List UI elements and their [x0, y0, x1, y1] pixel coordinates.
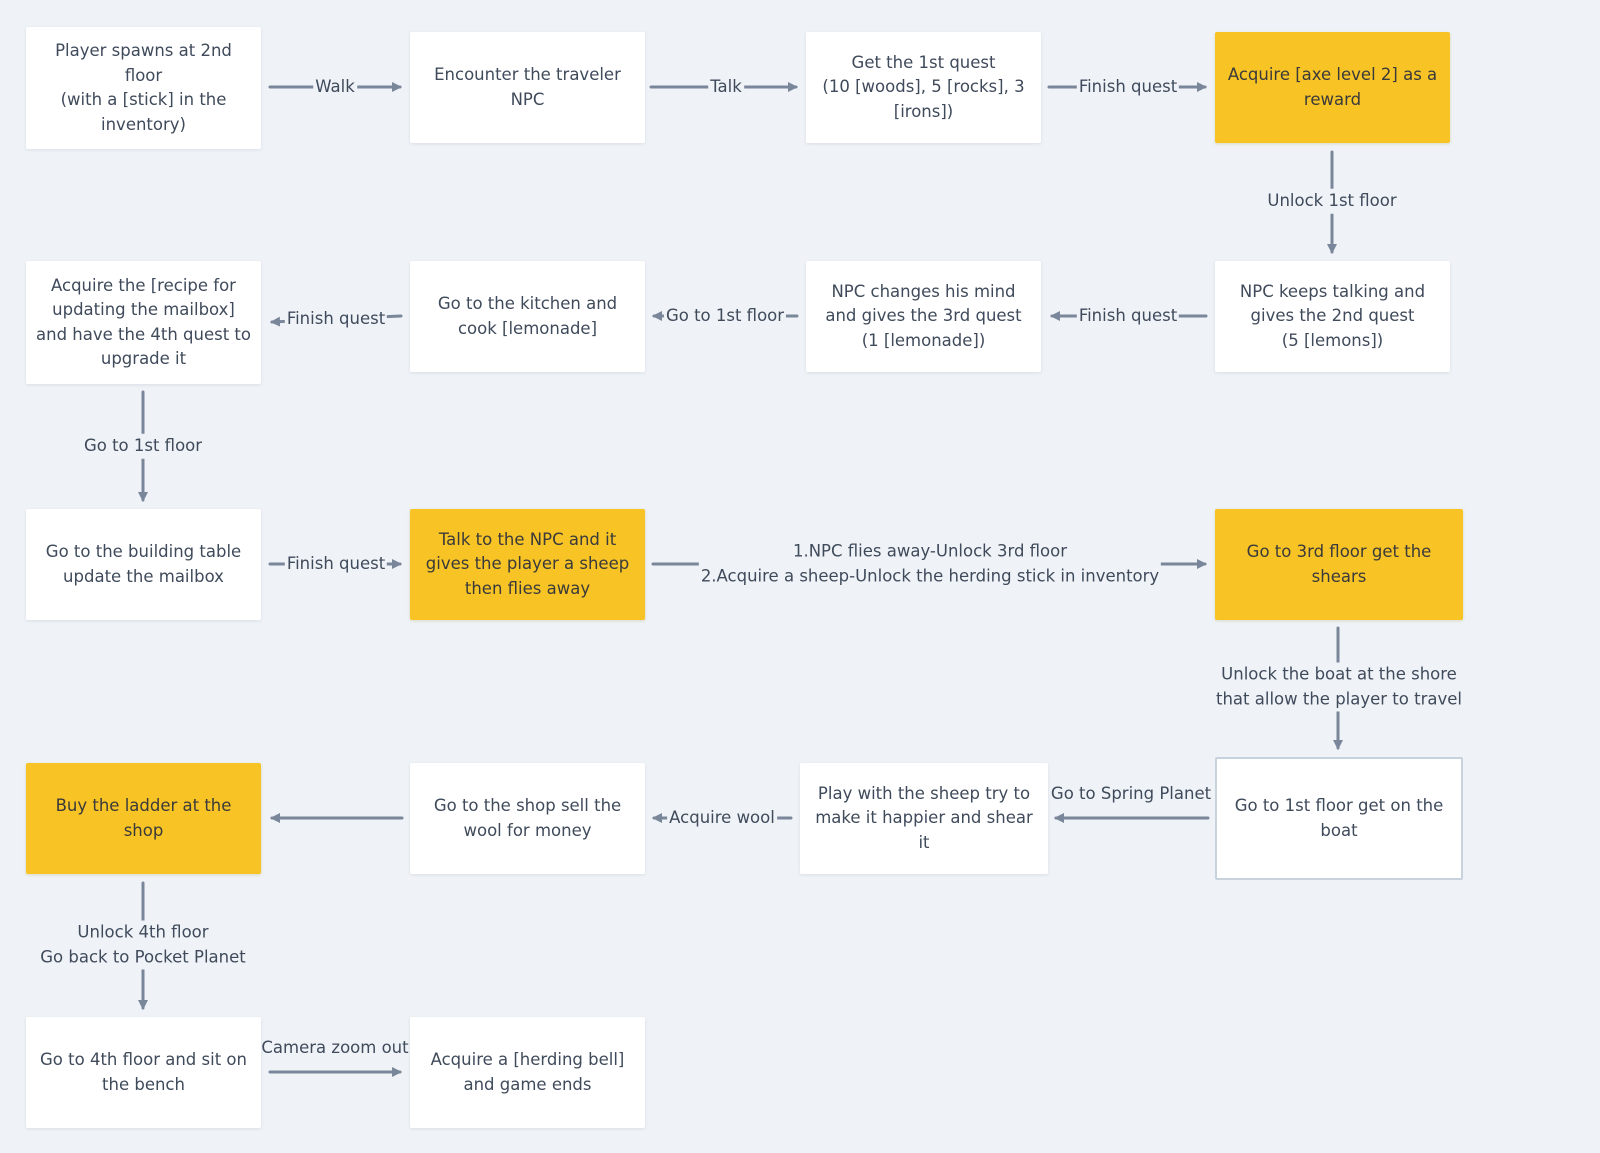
node-second-quest[interactable]: NPC keeps talking and gives the 2nd ques…	[1215, 261, 1450, 372]
node-encounter-npc[interactable]: Encounter the traveler NPC	[410, 32, 645, 143]
node-buy-ladder[interactable]: Buy the ladder at the shop	[26, 763, 261, 874]
edge-label-acquire-wool: Acquire wool	[667, 805, 777, 831]
edge-label-camera-zoom-out: Camera zoom out	[261, 1037, 409, 1057]
edge-label-unlock-1st-floor: Unlock 1st floor	[1265, 188, 1399, 214]
node-herding-bell[interactable]: Acquire a [herding bell] and game ends	[410, 1017, 645, 1128]
node-sell-wool[interactable]: Go to the shop sell the wool for money	[410, 763, 645, 874]
node-sit-on-bench[interactable]: Go to 4th floor and sit on the bench	[26, 1017, 261, 1128]
node-cook-lemonade[interactable]: Go to the kitchen and cook [lemonade]	[410, 261, 645, 372]
edge-label-talk: Talk	[708, 74, 744, 100]
edge-label-unlock-boat: Unlock the boat at the shore that allow …	[1208, 662, 1470, 712]
node-get-shears[interactable]: Go to 3rd floor get the shears	[1215, 509, 1463, 620]
node-update-mailbox[interactable]: Go to the building table update the mail…	[26, 509, 261, 620]
node-axe-reward[interactable]: Acquire [axe level 2] as a reward	[1215, 32, 1450, 143]
edge-label-unlock-4th-floor: Unlock 4th floor Go back to Pocket Plane…	[38, 920, 248, 970]
node-mailbox-recipe[interactable]: Acquire the [recipe for updating the mai…	[26, 261, 261, 384]
edge-label-finish-quest-1: Finish quest	[1076, 74, 1180, 100]
edge-label-walk: Walk	[313, 74, 357, 100]
node-get-on-boat[interactable]: Go to 1st floor get on the boat	[1215, 757, 1463, 880]
edge-label-sheep-unlocks: 1.NPC flies away-Unlock 3rd floor 2.Acqu…	[698, 539, 1162, 589]
edge-label-go-to-spring-planet: Go to Spring Planet	[1050, 783, 1212, 803]
edge-label-go-to-1st-floor-1: Go to 1st floor	[663, 303, 787, 329]
edge-label-go-to-1st-floor-2: Go to 1st floor	[81, 433, 205, 459]
edge-label-finish-quest-3: Finish quest	[284, 306, 388, 332]
edge-label-finish-quest-2: Finish quest	[1076, 303, 1180, 329]
node-third-quest[interactable]: NPC changes his mind and gives the 3rd q…	[806, 261, 1041, 372]
node-npc-gives-sheep[interactable]: Talk to the NPC and it gives the player …	[410, 509, 645, 620]
node-player-spawns[interactable]: Player spawns at 2nd floor (with a [stic…	[26, 27, 261, 149]
edge-label-finish-quest-4: Finish quest	[284, 551, 388, 577]
node-play-with-sheep[interactable]: Play with the sheep try to make it happi…	[800, 763, 1048, 874]
node-first-quest[interactable]: Get the 1st quest (10 [woods], 5 [rocks]…	[806, 32, 1041, 143]
